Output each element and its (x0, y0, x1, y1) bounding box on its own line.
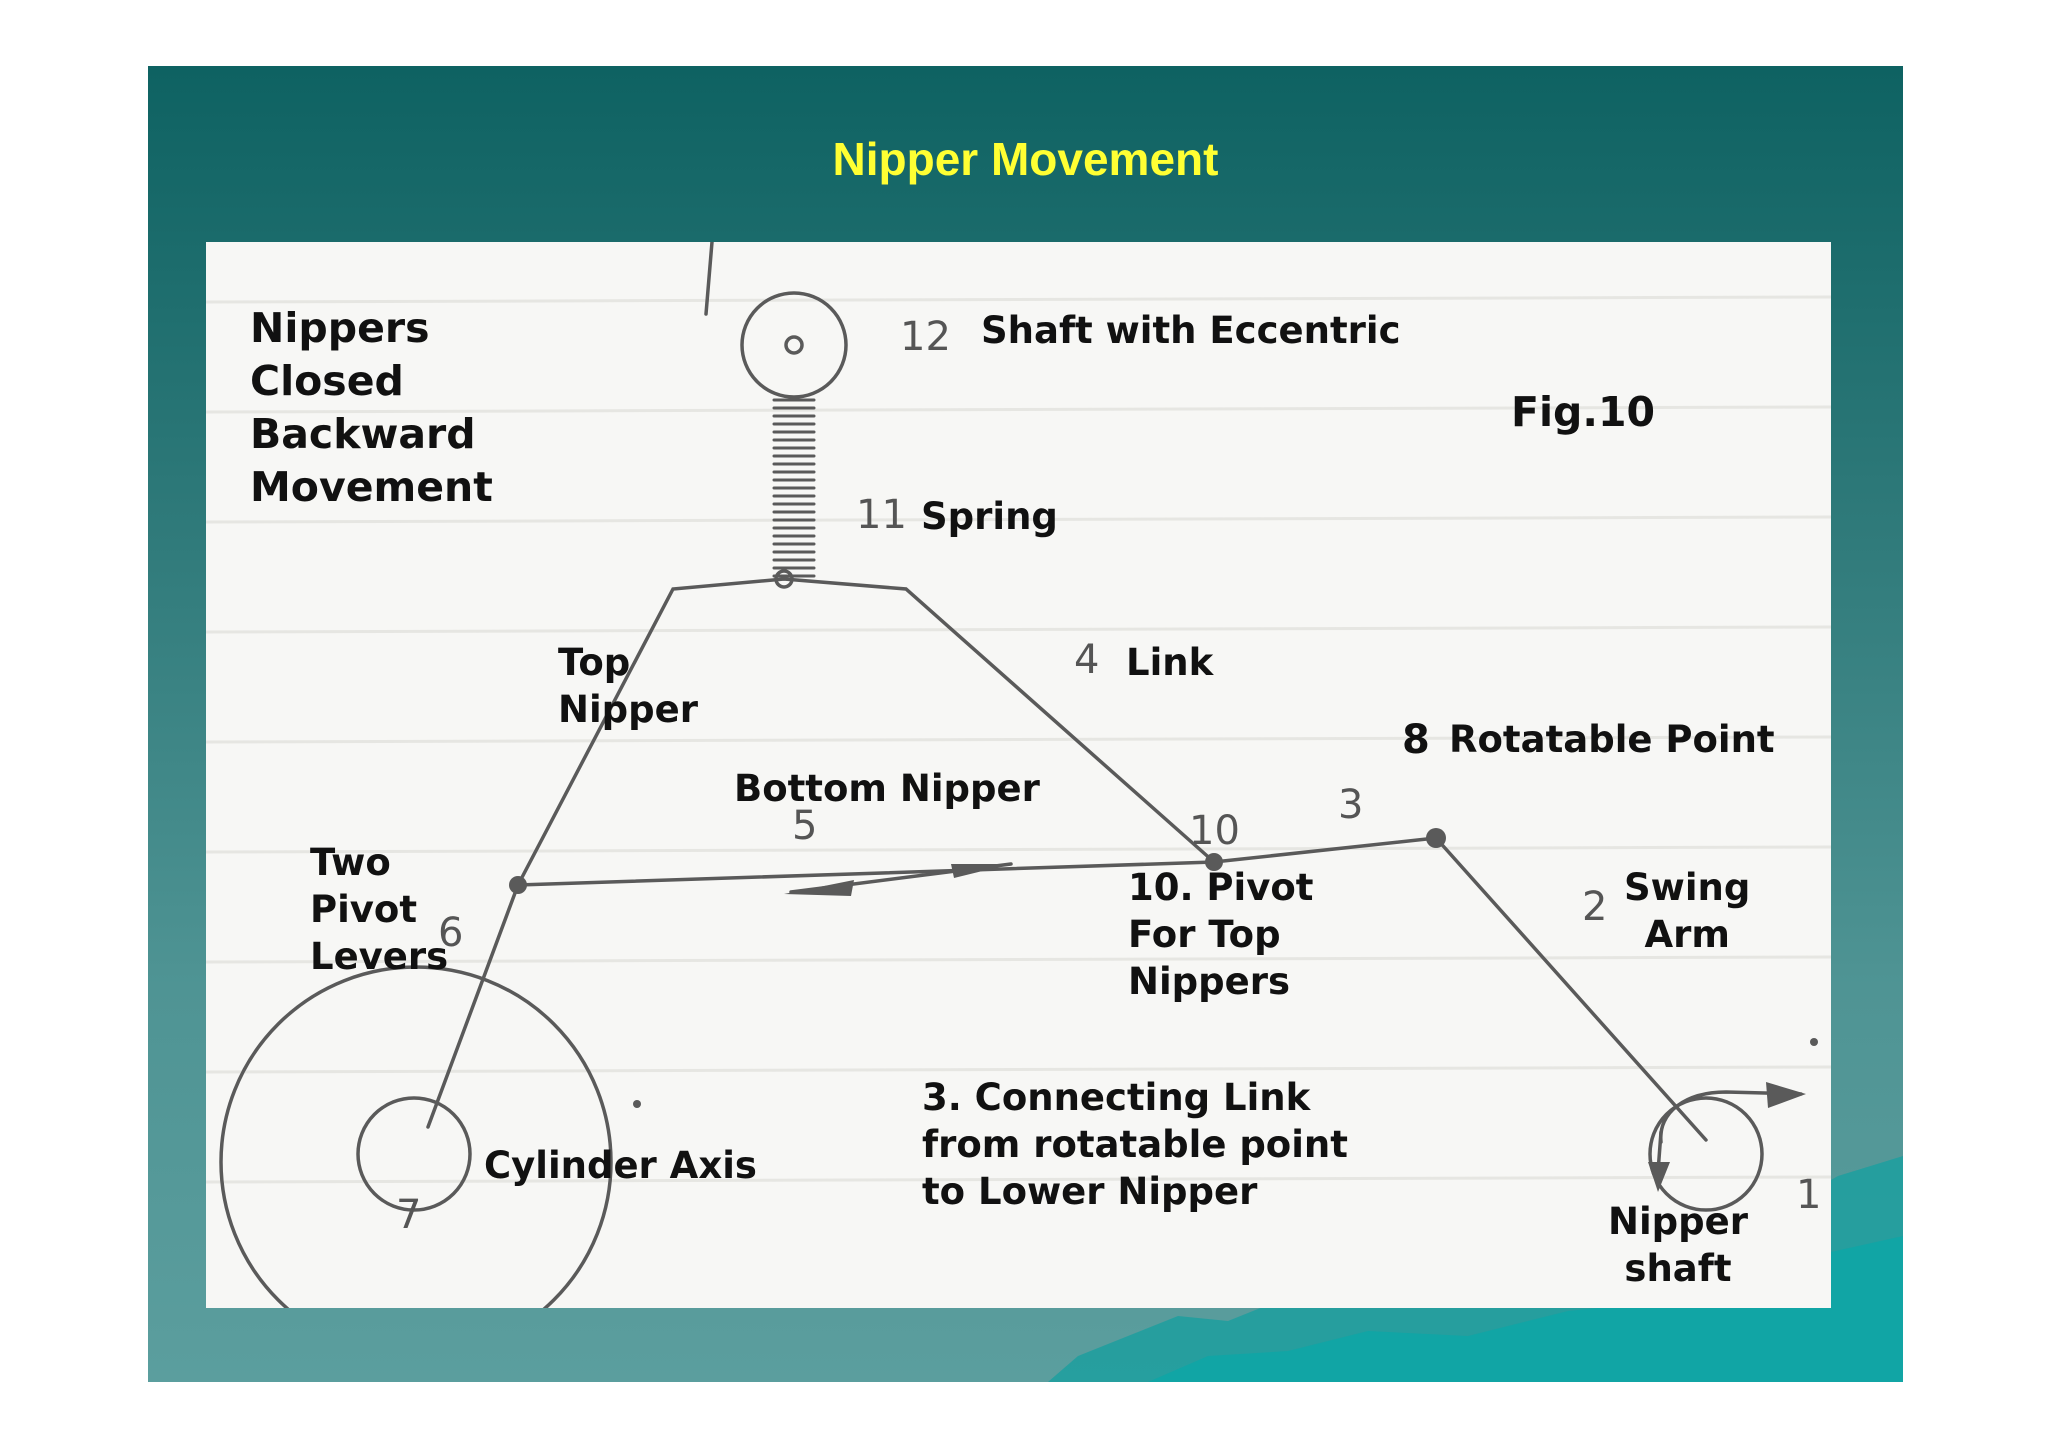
part-number-7: 7 (396, 1192, 422, 1238)
ink-dot (633, 1100, 641, 1108)
slide-title: Nipper Movement (832, 133, 1219, 185)
ink-dot (1810, 1038, 1818, 1046)
label-bottom-nipper: Bottom Nipper (734, 767, 1040, 810)
part-number-10: 10 (1189, 808, 1240, 854)
figure-label: Fig.10 (1511, 388, 1656, 436)
label-two-pivot-levers: Two Pivot Levers (310, 841, 449, 978)
label-swing-arm: Swing Arm (1624, 866, 1751, 956)
label-rotatable-point: Rotatable Point (1449, 718, 1775, 761)
label-cylinder-axis: Cylinder Axis (484, 1144, 757, 1187)
rotatable-point-8 (1426, 828, 1446, 848)
spring-coils (772, 398, 816, 578)
bottom-nipper-arm (516, 860, 1216, 887)
decorative-wave (1048, 1156, 1903, 1382)
label-spring: Spring (921, 495, 1058, 538)
part-number-2: 2 (1582, 884, 1608, 930)
label-connecting-link: 3. Connecting Link from rotatable point … (922, 1076, 1348, 1213)
part-number-11: 11 (856, 492, 907, 538)
rotation-arrow-down-head (1648, 1162, 1670, 1192)
pivot-lever (426, 883, 520, 1129)
paper-texture (206, 295, 1831, 1184)
slide: Nipper Movement (148, 66, 1903, 1382)
rotation-arrow-head (1766, 1082, 1806, 1108)
diagram-panel: 12 11 4 8 5 10 3 6 2 7 1 Nippers Closed … (206, 242, 1831, 1308)
part-number-1: 1 (1796, 1172, 1822, 1218)
shaft-line (704, 242, 714, 316)
cylinder-axis (356, 1096, 472, 1212)
part-number-5: 5 (792, 803, 818, 849)
eccentric-center (784, 335, 804, 355)
nipper-mechanism-diagram (206, 242, 1831, 1308)
pivot-point-6 (509, 876, 527, 894)
swing-arm (1434, 836, 1708, 1142)
part-number-6: 6 (438, 910, 464, 956)
motion-arrow-right-head (951, 864, 1011, 878)
label-link: Link (1126, 641, 1214, 684)
part-number-8: 8 (1402, 717, 1430, 763)
nipper-shaft (1648, 1096, 1764, 1212)
cylinder (219, 965, 613, 1308)
part-number-3: 3 (1338, 782, 1364, 828)
eccentric-shaft (740, 291, 848, 399)
link-arm (782, 577, 1216, 864)
part-number-4: 4 (1074, 637, 1100, 683)
motion-arrow-left-head (784, 880, 854, 896)
label-top-nipper: Top Nipper (558, 641, 698, 731)
top-nipper-arm (516, 577, 786, 887)
state-label: Nippers Closed Backward Movement (250, 304, 493, 511)
label-nipper-shaft: Nipper shaft (1608, 1200, 1748, 1290)
label-shaft-with-eccentric: Shaft with Eccentric (981, 309, 1401, 352)
connecting-link (1212, 836, 1438, 864)
label-pivot-for-top-nippers: 10. Pivot For Top Nippers (1128, 866, 1314, 1003)
part-number-12: 12 (900, 314, 951, 360)
pivot-point-10 (1205, 853, 1223, 871)
